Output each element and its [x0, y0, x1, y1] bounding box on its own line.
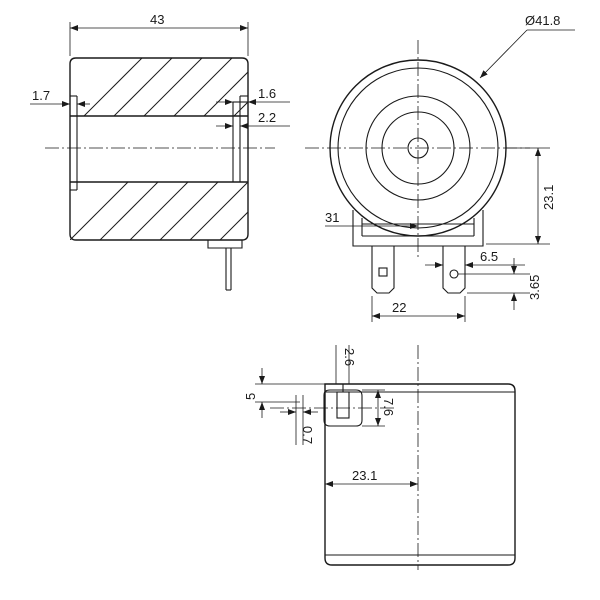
dim-diameter: Ø41.8: [525, 13, 560, 28]
dim-flange-right-a: 1.6: [258, 86, 276, 101]
dim-terminal-spacing: 22: [392, 300, 406, 315]
dim-terminal-hole-height: 3.65: [527, 275, 542, 300]
dim-terminal-thickness: 0.7: [300, 426, 315, 444]
dim-terminal-hole-offset: 6.5: [480, 249, 498, 264]
front-view: Ø41.8 23.1 31 22 6.5 3.65: [305, 13, 575, 322]
side-terminal-block: [323, 389, 363, 427]
dim-flange-right-b: 2.2: [258, 110, 276, 125]
terminal-left: [371, 246, 395, 294]
terminal-right: [442, 246, 466, 294]
dim-side-gap: 5: [243, 393, 258, 400]
dim-top-gap: 2.6: [342, 348, 357, 366]
dim-overall-length: 43: [150, 12, 164, 27]
dim-half-width: 31: [325, 210, 339, 225]
dim-center-to-base: 23.1: [541, 185, 556, 210]
dim-terminal-height: 7.6: [381, 398, 396, 416]
coil-body-outline: [69, 57, 249, 241]
terminal-tab: [207, 240, 243, 249]
dim-flange-left: 1.7: [32, 88, 50, 103]
section-hatching: [83, 58, 248, 116]
section-view: 43 1.7 1.6 2.2: [30, 12, 290, 291]
dim-side-offset: 23.1: [352, 468, 377, 483]
side-body-outline: [324, 383, 516, 566]
side-view: 2.6 5 7.6 0.7 23.1: [243, 345, 516, 570]
